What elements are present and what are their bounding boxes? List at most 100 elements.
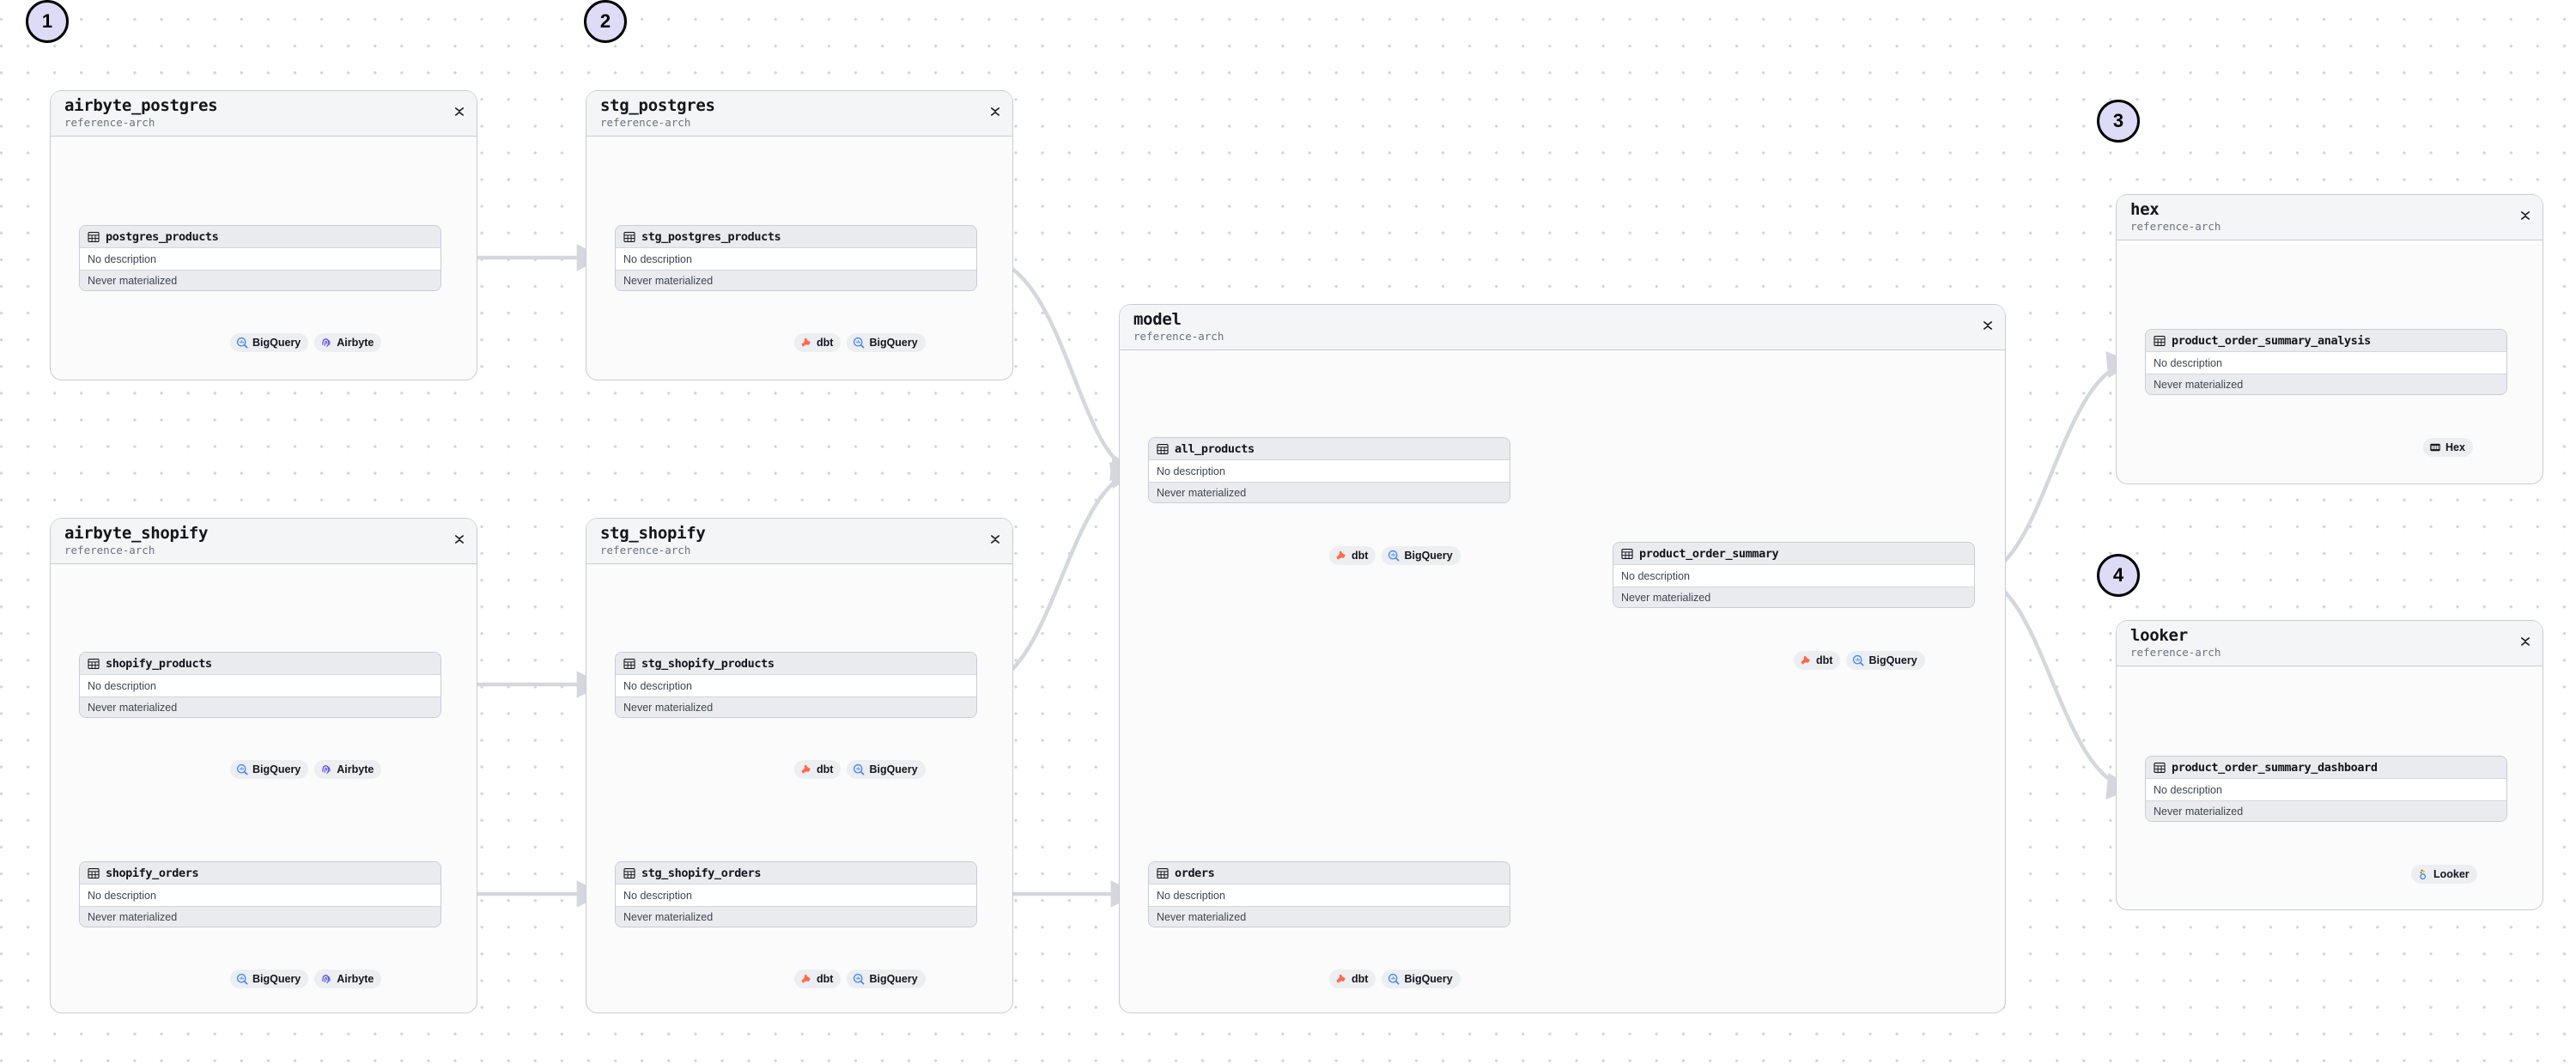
table-icon xyxy=(1157,867,1169,879)
asset-node-header[interactable]: orders xyxy=(1149,862,1510,885)
asset-tag-list: dbt BigQuery xyxy=(1329,546,1461,565)
asset-tag-bigquery[interactable]: BigQuery xyxy=(1846,651,1925,670)
group-subtitle: reference-arch xyxy=(2130,646,2221,659)
dbt-icon xyxy=(1336,974,1346,983)
asset-tag-dbt[interactable]: dbt xyxy=(794,760,841,779)
collapse-chevrons-icon[interactable] xyxy=(989,105,1001,119)
asset-materialization-status: Never materialized xyxy=(2146,800,2506,821)
bigquery-icon xyxy=(236,337,248,349)
asset-tag-bigquery[interactable]: BigQuery xyxy=(847,760,926,779)
asset-tag-airbyte[interactable]: Airbyte xyxy=(314,970,382,988)
asset-tag-label: BigQuery xyxy=(252,973,301,985)
asset-materialization-status: Never materialized xyxy=(616,696,976,717)
asset-tag-bigquery[interactable]: BigQuery xyxy=(847,970,926,988)
group-title: airbyte_postgres xyxy=(64,96,218,115)
collapse-chevrons-icon[interactable] xyxy=(453,105,465,119)
asset-node-header[interactable]: all_products xyxy=(1149,438,1510,460)
asset-tag-dbt[interactable]: dbt xyxy=(794,970,841,988)
asset-node-header[interactable]: stg_shopify_products xyxy=(616,653,976,675)
bigquery-icon xyxy=(1853,654,1864,666)
asset-node-header[interactable]: shopify_orders xyxy=(80,862,440,885)
asset-tag-bigquery[interactable]: BigQuery xyxy=(1382,970,1461,988)
group-subtitle: reference-arch xyxy=(600,116,691,129)
collapse-chevrons-icon[interactable] xyxy=(2519,635,2531,648)
bigquery-icon xyxy=(236,763,248,775)
collapse-chevrons-icon[interactable] xyxy=(1982,319,1994,332)
asset-tag-dbt[interactable]: dbt xyxy=(1329,970,1376,988)
group-title: stg_postgres xyxy=(600,96,715,115)
airbyte-icon xyxy=(322,338,331,347)
asset-tag-label: BigQuery xyxy=(869,763,918,775)
asset-materialization-status: Never materialized xyxy=(80,906,440,927)
asset-node-header[interactable]: product_order_summary xyxy=(1613,543,1974,565)
group-title: stg_shopify xyxy=(600,524,706,543)
asset-tag-dbt[interactable]: dbt xyxy=(1329,546,1376,565)
asset-description: No description xyxy=(1613,565,1974,587)
bigquery-icon xyxy=(1388,550,1400,562)
step-marker-2: 2 xyxy=(584,0,627,43)
asset-node-header[interactable]: stg_postgres_products xyxy=(616,226,976,248)
asset-node-header[interactable]: product_order_summary_analysis xyxy=(2146,330,2506,352)
dbt-icon xyxy=(801,974,811,983)
asset-tag-label: BigQuery xyxy=(869,973,918,985)
asset-materialization-status: Never materialized xyxy=(80,696,440,717)
asset-node-header[interactable]: shopify_products xyxy=(80,653,440,675)
group-title: looker xyxy=(2130,626,2188,645)
asset-node-header[interactable]: product_order_summary_dashboard xyxy=(2146,757,2506,779)
bigquery-icon xyxy=(854,973,865,985)
asset-node-name: stg_shopify_orders xyxy=(641,866,762,880)
asset-tag-hex[interactable]: Hex xyxy=(2423,438,2473,457)
hex-icon xyxy=(2430,443,2440,452)
asset-materialization-status: Never materialized xyxy=(2146,374,2506,394)
airbyte-icon xyxy=(322,975,331,983)
asset-tag-bigquery[interactable]: BigQuery xyxy=(230,970,309,988)
asset-node-name: all_products xyxy=(1175,441,1255,456)
collapse-chevrons-icon[interactable] xyxy=(453,532,465,546)
asset-materialization-status: Never materialized xyxy=(1613,587,1974,607)
asset-tag-dbt[interactable]: dbt xyxy=(1794,651,1841,670)
asset-tag-bigquery[interactable]: BigQuery xyxy=(1382,546,1461,565)
asset-node-name: product_order_summary_analysis xyxy=(2172,333,2371,348)
asset-description: No description xyxy=(80,675,440,696)
asset-description: No description xyxy=(80,248,440,270)
collapse-chevrons-icon[interactable] xyxy=(989,532,1001,546)
asset-materialization-status: Never materialized xyxy=(80,270,440,290)
asset-tag-bigquery[interactable]: BigQuery xyxy=(230,333,309,352)
collapse-chevrons-icon[interactable] xyxy=(2519,209,2531,222)
asset-node-name: postgres_products xyxy=(106,229,219,244)
asset-tag-label: BigQuery xyxy=(869,337,918,349)
asset-tag-airbyte[interactable]: Airbyte xyxy=(314,760,382,779)
asset-tag-label: Looker xyxy=(2433,868,2470,880)
asset-node-header[interactable]: stg_shopify_orders xyxy=(616,862,976,885)
asset-node-header[interactable]: postgres_products xyxy=(80,226,440,248)
asset-tag-bigquery[interactable]: BigQuery xyxy=(230,760,309,779)
asset-tag-bigquery[interactable]: BigQuery xyxy=(847,333,926,352)
asset-materialization-status: Never materialized xyxy=(1149,482,1510,502)
asset-tag-looker[interactable]: Looker xyxy=(2411,865,2477,884)
bigquery-icon xyxy=(236,973,248,985)
step-marker-4: 4 xyxy=(2097,554,2140,597)
table-icon xyxy=(2154,335,2166,346)
asset-description: No description xyxy=(616,675,976,696)
asset-tag-dbt[interactable]: dbt xyxy=(794,333,841,352)
asset-tag-airbyte[interactable]: Airbyte xyxy=(314,333,382,352)
